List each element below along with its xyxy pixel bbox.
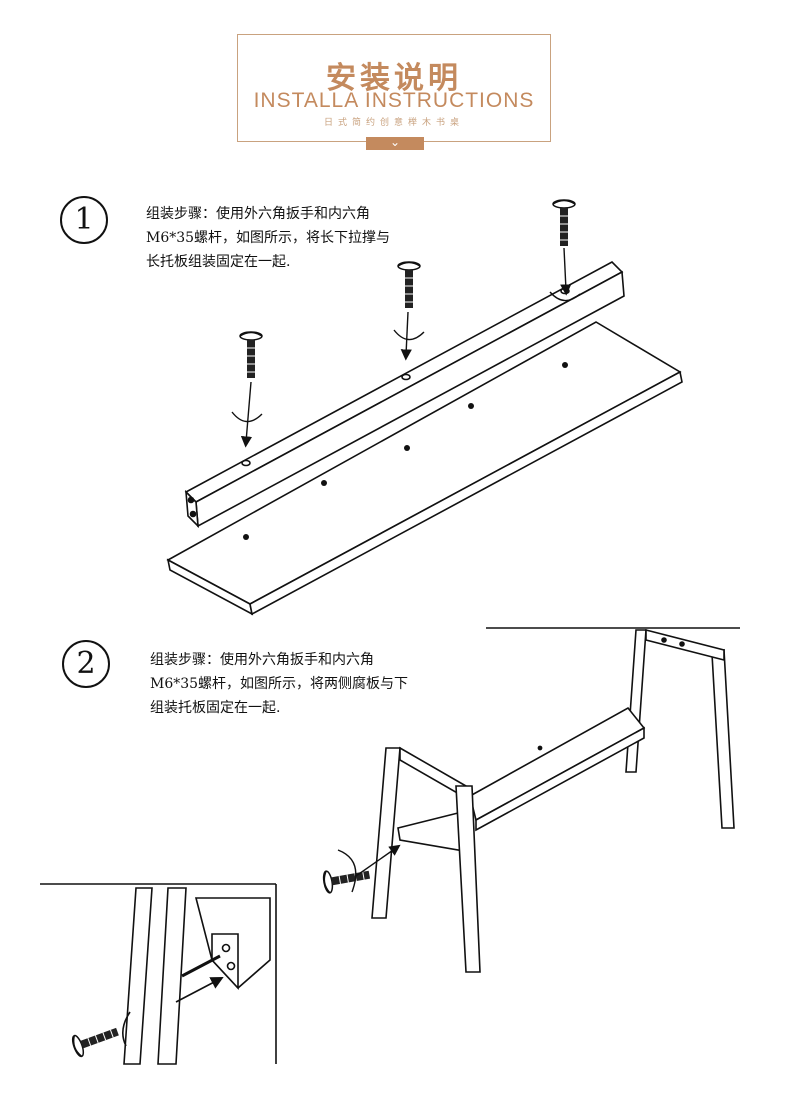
page-title: 安装说明 (326, 61, 462, 96)
step-1-number: 1 (60, 196, 108, 244)
bolt-icon (397, 261, 421, 309)
desk-frame (371, 627, 740, 973)
bolt-icon (321, 863, 373, 895)
step-2-number: 2 (62, 640, 110, 688)
header-title-box: 安装说明 INSTALLA INSTRUCTIONS 日式简约创意榉木书桌 (237, 34, 551, 142)
step-1-instructions: 组装步骤：使用外六角扳手和内六角 M6*35螺杆，如图所示，将长下拉撑与 长托板… (146, 202, 390, 274)
page-title-english: INSTALLA INSTRUCTIONS (253, 89, 535, 112)
page-subtitle: 日式简约创意榉木书桌 (323, 118, 464, 128)
detail-inset (40, 883, 277, 1065)
bolt-icon (239, 331, 263, 379)
step-1-line-1: 组装步骤：使用外六角扳手和内六角 (146, 206, 370, 222)
step-2-instructions: 组装步骤：使用外六角扳手和内六角 M6*35螺杆，如图所示，将两侧腐板与下 组装… (150, 648, 408, 720)
stretcher-beam (184, 261, 625, 529)
bolt-icon (69, 1020, 122, 1059)
step-1-line-2: M6*35螺杆，如图所示，将长下拉撑与 (146, 230, 391, 246)
step-2-line-1: 组装步骤：使用外六角扳手和内六角 (150, 652, 374, 668)
insertion-arrows (231, 247, 581, 448)
bolt-icon (552, 199, 576, 247)
step-2-line-2: M6*35螺杆，如图所示，将两侧腐板与下 (150, 676, 409, 692)
header-tab: ⌄ (366, 135, 424, 150)
support-board (166, 321, 683, 616)
step-2-line-3: 组装托板固定在一起. (150, 700, 281, 716)
insertion-arrows (337, 844, 401, 893)
step-1-line-3: 长托板组装固定在一起. (146, 254, 291, 270)
chevron-down-icon: ⌄ (389, 135, 401, 149)
